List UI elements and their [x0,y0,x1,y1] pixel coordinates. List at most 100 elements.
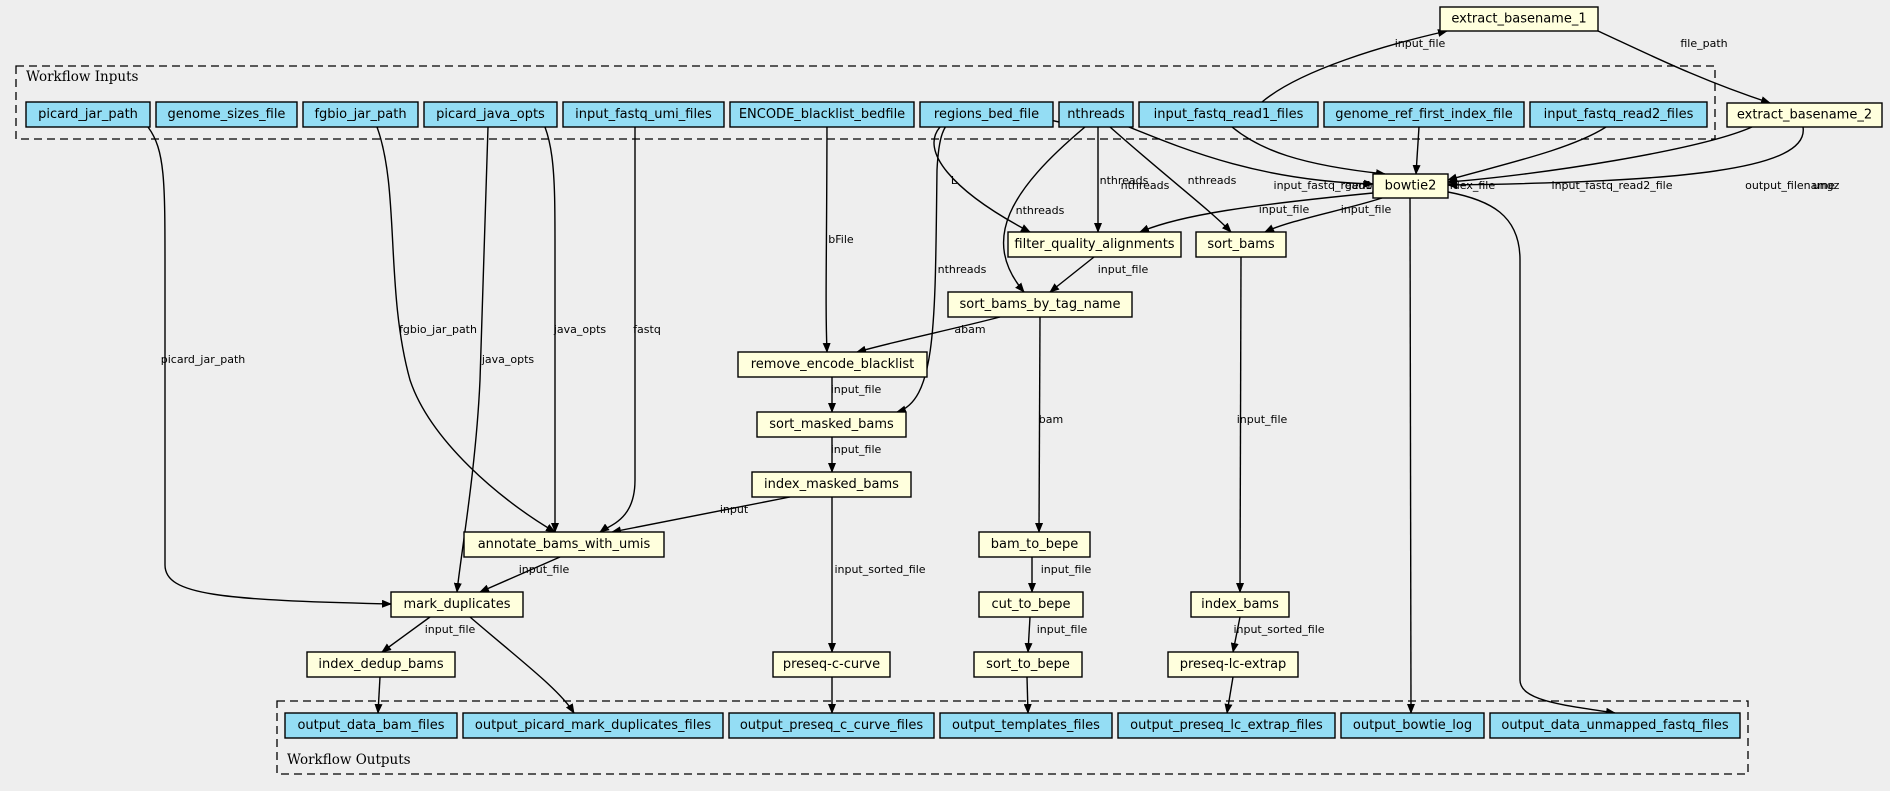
edge-input-fastq-read2-files-to-bowtie2 [1447,126,1607,182]
node-box [284,712,458,739]
edge-label: input_file [831,383,882,396]
edge-label: input_file [1259,203,1310,216]
edge-label: input_file [1341,203,1392,216]
node-label: input_fastq_read2_files [1544,107,1694,122]
node-label: input_fastq_umi_files [575,107,712,122]
node-box [463,531,665,558]
step-node-preseq-c-curve: preseq-c-curve [772,651,891,678]
node-label: genome_ref_first_index_file [1335,107,1513,122]
edge-bowtie2-to-output-bowtie-log [1406,197,1415,714]
node-label: index_masked_bams [764,477,899,492]
node-box [978,531,1091,558]
edge-label: input_file [1395,37,1446,50]
edge-sort-bams-by-tag-name-to-bam-to-bepe [1035,316,1044,533]
edge-label: nthreads [1121,179,1170,192]
edge-mark-duplicates-to-index-dedup-bams [381,616,431,653]
node-label: mark_duplicates [404,597,511,612]
edge-label: input_file [425,623,476,636]
step-node-index-bams: index_bams [1190,591,1290,618]
step-node-preseq-lc-extrap: preseq-lc-extrap [1167,651,1299,678]
input-node-picard-java-opts: picard_java_opts [423,101,558,128]
edge-label: input_file [1098,263,1149,276]
node-box [1489,712,1741,739]
input-node-genome-ref-first-index-file: genome_ref_first_index_file [1323,101,1525,128]
output-node-output-data-unmapped-fastq-files: output_data_unmapped_fastq_files [1489,712,1741,739]
node-label: output_data_unmapped_fastq_files [1501,718,1728,733]
node-box [390,591,524,618]
node-box [751,471,912,498]
node-label: annotate_bams_with_umis [478,537,651,552]
edge-index-bams-to-preseq-lc-extrap [1230,616,1241,653]
step-node-sort-to-bepe: sort_to_bepe [973,651,1083,678]
input-node-regions-bed-file: regions_bed_file [919,101,1054,128]
node-box [737,351,928,378]
node-box [1323,101,1525,128]
edge-label: input [720,503,749,516]
edge-fgbio-jar-path-to-annotate-bams-with-umis [376,126,556,533]
edge-label: nthreads [938,263,987,276]
node-box [728,712,935,739]
node-box [1439,6,1599,32]
node-label: remove_encode_blacklist [751,357,915,372]
node-box [1529,101,1708,128]
edge-preseq-lc-extrap-to-output-preseq-lc-extrap-files [1224,676,1234,714]
node-label: preseq-lc-extrap [1180,657,1287,672]
edge-bowtie2-to-sort-bams [1264,197,1383,233]
node-label: regions_bed_file [934,107,1039,122]
input-node-fgbio-jar-path: fgbio_jar_path [302,101,419,128]
edge-bowtie2-to-output-data-unmapped-fastq-files [1447,191,1616,716]
edge-label: nthreads [1100,174,1149,187]
node-box [462,712,724,739]
node-label: bam_to_bepe [991,537,1078,552]
edge-label: fastq [633,323,661,336]
input-node-picard-jar-path: picard_jar_path [25,101,151,128]
workflow-inputs-cluster [15,65,1716,140]
node-label: fgbio_jar_path [314,107,406,122]
edge-picard-java-opts-to-mark-duplicates [453,126,489,593]
node-label: output_preseq_c_curve_files [740,718,924,733]
edge-label: input_fastq_read2_file [1552,179,1673,192]
node-box [947,291,1133,318]
output-node-output-bowtie-log: output_bowtie_log [1340,712,1485,739]
node-label: picard_java_opts [436,107,545,122]
node-box [1372,173,1449,199]
node-label: input_fastq_read1_files [1154,107,1304,122]
input-node-input-fastq-read2-files: input_fastq_read2_files [1529,101,1708,128]
step-node-index-dedup-bams: index_dedup_bams [306,651,456,678]
step-node-sort-bams-by-tag-name: sort_bams_by_tag_name [947,291,1133,318]
edge-label: java_opts [553,323,607,336]
edge-label: input_file [1037,623,1088,636]
edge-label: bam [1039,413,1063,426]
edge-sort-bams-by-tag-name-to-remove-encode-blacklist [856,316,1001,354]
input-node-input-fastq-umi-files: input_fastq_umi_files [562,101,725,128]
node-box [155,101,298,128]
node-box [306,651,456,678]
edge-label: input_fastq_read1_file [1274,179,1395,192]
edge-label: bFile [828,233,854,246]
node-label: ENCODE_blacklist_bedfile [739,107,905,122]
input-node-genome-sizes-file: genome_sizes_file [155,101,298,128]
edge-label: abam [954,323,985,336]
node-box [729,101,915,128]
edge-input-fastq-read1-files-to-extract-basename-1 [1261,29,1448,103]
edge-label: input_sorted_file [834,563,925,576]
edge-label: picard_jar_path [161,353,245,366]
node-label: index_dedup_bams [318,657,443,672]
edge-picard-java-opts-to-annotate-bams-with-umis [529,101,559,533]
edge-genome-ref-first-index-file-to-bowtie2 [1412,126,1421,175]
node-box [1138,101,1319,128]
step-node-mark-duplicates: mark_duplicates [390,591,524,618]
edge-sort-to-bepe-to-output-templates-files [1023,676,1032,714]
node-label: filter_quality_alignments [1014,237,1174,252]
edge-index-dedup-bams-to-output-data-bam-files [374,676,383,714]
edge-nthreads-to-sort-bams-by-tag-name [1002,126,1086,293]
node-label: extract_basename_1 [1451,12,1586,27]
edge-label: input_file [831,443,882,456]
edge-filter-quality-alignments-to-sort-bams-by-tag-name [1049,256,1095,293]
node-label: sort_masked_bams [769,417,894,432]
node-box [25,101,151,128]
edge-label: java_opts [481,353,535,366]
node-label: genome_sizes_file [168,107,286,122]
output-node-output-data-bam-files: output_data_bam_files [284,712,458,739]
edge-cut-to-bepe-to-sort-to-bepe [1024,616,1033,653]
